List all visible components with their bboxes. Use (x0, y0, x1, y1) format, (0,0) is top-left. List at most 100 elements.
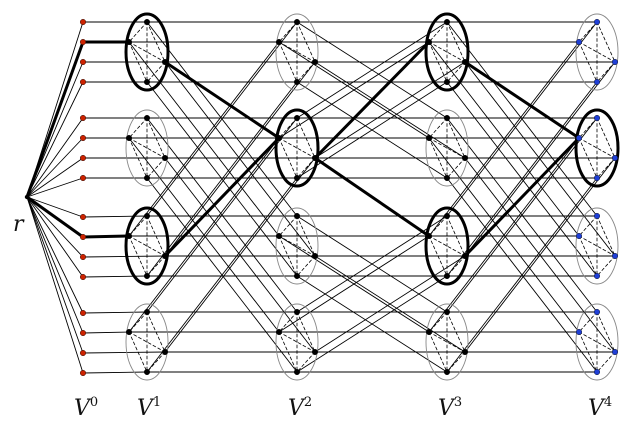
layer-edge (82, 331, 130, 334)
inner-node (444, 114, 451, 121)
cross-edge (146, 21, 298, 217)
layer4-node (612, 154, 619, 161)
cluster-inner-edge (578, 137, 598, 179)
inner-node (444, 212, 451, 219)
inner-node (294, 114, 301, 121)
cluster (275, 303, 319, 381)
inner-node (444, 369, 451, 376)
cluster-inner-edge (146, 351, 166, 373)
layer0-node (79, 253, 86, 260)
cluster-inner-edge (278, 117, 298, 139)
layer4-node (612, 59, 619, 66)
cluster-inner-edge (446, 157, 466, 179)
cluster-inner-edge (146, 61, 166, 83)
layer0-node (79, 233, 86, 240)
cluster-inner-edge (128, 215, 148, 237)
inner-node (294, 273, 301, 280)
layer4-node (594, 369, 601, 376)
highlighted-path-edge (463, 60, 581, 140)
inner-node (444, 19, 451, 26)
inner-node (426, 232, 433, 239)
cluster-inner-edge (596, 215, 616, 257)
cluster-inner-edge (596, 61, 616, 83)
cluster (275, 13, 319, 91)
layer-label-v1-base: V (137, 396, 155, 421)
cluster-inner-edge (596, 311, 616, 353)
cluster-inner-edge (428, 21, 448, 43)
layer-edge (82, 351, 166, 354)
root-edge (26, 117, 84, 198)
cluster-inner-edge (578, 215, 598, 237)
layer-label-v2: V2 (288, 395, 312, 421)
inner-node (426, 134, 433, 141)
inner-node (294, 78, 301, 85)
cluster-inner-edge (446, 215, 466, 257)
root-node (24, 194, 30, 200)
layer4-node (594, 212, 601, 219)
layer4-node (594, 19, 601, 26)
inner-node (462, 252, 469, 259)
cluster-inner-edge (446, 311, 466, 353)
cluster-inner-edge (596, 255, 616, 277)
root-edge (26, 196, 84, 374)
cross-edge (146, 81, 298, 277)
inner-node (143, 309, 150, 316)
layer4-node (612, 252, 619, 259)
inner-node (276, 134, 283, 141)
cross-edge (446, 177, 598, 373)
layer-label-v3-base: V (438, 396, 456, 421)
cluster-inner-edge (428, 235, 448, 277)
cluster-inner-edge (578, 41, 616, 63)
cluster-inner-edge (578, 137, 616, 159)
cluster-inner-edge (446, 255, 466, 277)
inner-node (276, 329, 283, 336)
cluster-inner-edge (128, 41, 148, 83)
cluster (425, 109, 469, 187)
cluster-inner-edge (428, 41, 448, 83)
inner-node (312, 59, 319, 66)
layer4-node (576, 232, 583, 239)
highlighted-cluster (124, 206, 170, 286)
layer4-node (576, 39, 583, 46)
layer0-node (79, 39, 86, 46)
layer0-node (79, 370, 86, 377)
cluster-inner-edge (128, 311, 148, 333)
layer0-node (79, 114, 86, 121)
inner-node (312, 154, 319, 161)
cluster-inner-edge (428, 137, 466, 159)
highlighted-path-edge (163, 60, 281, 140)
inner-node (426, 329, 433, 336)
cluster (575, 13, 619, 91)
cluster (575, 303, 619, 381)
cross-edge (278, 41, 430, 139)
cross-edge (464, 157, 616, 353)
layer0-node (79, 19, 86, 26)
layer-label-v0: V0 (74, 395, 98, 421)
cross-edge (314, 61, 466, 159)
layer-label-v4: V4 (588, 395, 612, 421)
cross-edge (314, 255, 466, 353)
layer4-node (594, 114, 601, 121)
layer-label-v1-sup: 1 (153, 395, 161, 410)
inner-node (462, 59, 469, 66)
cluster-inner-edge (278, 235, 298, 277)
layer-label-v2-sup: 2 (304, 395, 312, 410)
cluster-inner-edge (296, 21, 316, 63)
cluster-inner-edge (446, 61, 466, 83)
root-edge (26, 196, 84, 334)
nodes (24, 19, 619, 377)
inner-node (143, 19, 150, 26)
layer-label-v2-base: V (288, 396, 306, 421)
cluster-inner-edge (596, 351, 616, 373)
cluster-inner-edge (428, 311, 448, 333)
cluster (425, 303, 469, 381)
cluster-inner-edge (296, 351, 316, 373)
cluster-inner-edge (296, 61, 316, 83)
root-edge (26, 81, 84, 198)
cluster-inner-edge (278, 331, 298, 373)
layer0-node (79, 310, 86, 317)
thin-edges (26, 21, 616, 374)
cluster-inner-edge (146, 157, 166, 179)
cluster-inner-edge (128, 41, 166, 63)
clusters (124, 12, 620, 381)
